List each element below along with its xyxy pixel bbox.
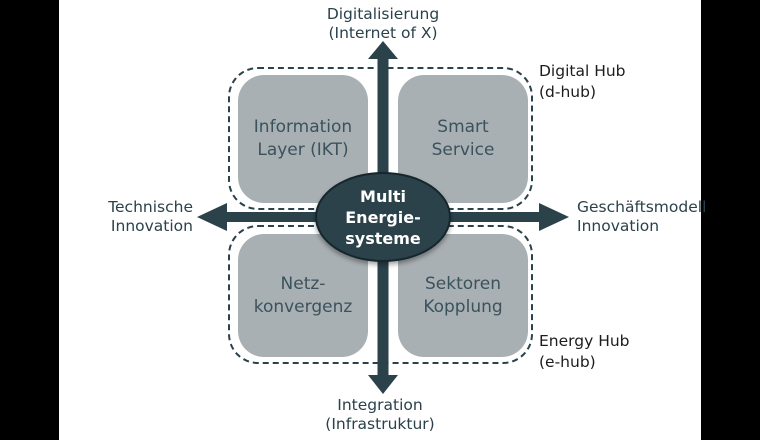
label-digital-hub: Digital Hub (d-hub) (539, 61, 626, 103)
quadrant-label-line: Netz- (280, 273, 326, 294)
quadrant-label-line: Layer (IKT) (257, 140, 349, 160)
quadrant-label-line: Kopplung (423, 296, 503, 317)
axis-label-line: (Infrastruktur) (325, 415, 435, 433)
right-arrowhead-icon (539, 203, 569, 231)
quadrant-label-line: Information (253, 117, 353, 137)
center-label-line: Multi (360, 186, 406, 206)
axis-label-line: (Internet of X) (328, 24, 438, 42)
center-label-line: systeme (345, 228, 421, 248)
hub-label-line: Energy Hub (539, 332, 630, 350)
axis-label-digitalisierung: Digitalisierung (Internet of X) (327, 5, 439, 43)
axis-label-line: Innovation (577, 217, 660, 235)
axis-label-technische-innovation: Technische Innovation (108, 198, 193, 236)
quadrant-label-line: Service (431, 140, 495, 160)
axis-label-geschaeftsmodell-innovation: Geschäftsmodell Innovation (577, 198, 706, 236)
hub-label-line: (d-hub) (539, 83, 597, 101)
hub-label-line: Digital Hub (539, 62, 626, 80)
right-black-bar (701, 0, 760, 440)
quadrant-label-line: konvergenz (253, 296, 353, 317)
axis-label-line: Digitalisierung (326, 5, 440, 23)
axis-label-line: Integration (337, 396, 423, 414)
center-label-line: Energie- (345, 207, 421, 227)
quadrant-label-line: Sektoren (424, 273, 501, 294)
up-arrowhead-icon (368, 41, 398, 59)
left-arrowhead-icon (197, 203, 227, 231)
axis-label-line: Geschäftsmodell (577, 198, 707, 216)
label-energy-hub: Energy Hub (e-hub) (539, 331, 630, 373)
quadrant-label-line: Smart (437, 117, 489, 137)
axis-label-line: Innovation (110, 217, 193, 235)
left-black-bar (0, 0, 59, 440)
hub-label-line: (e-hub) (539, 353, 596, 371)
axis-label-integration: Integration (Infrastruktur) (325, 396, 434, 434)
center-ellipse-multi-energiesysteme: Multi Energie- systeme (315, 172, 451, 262)
axis-label-line: Technische (108, 198, 193, 216)
down-arrowhead-icon (368, 375, 398, 394)
